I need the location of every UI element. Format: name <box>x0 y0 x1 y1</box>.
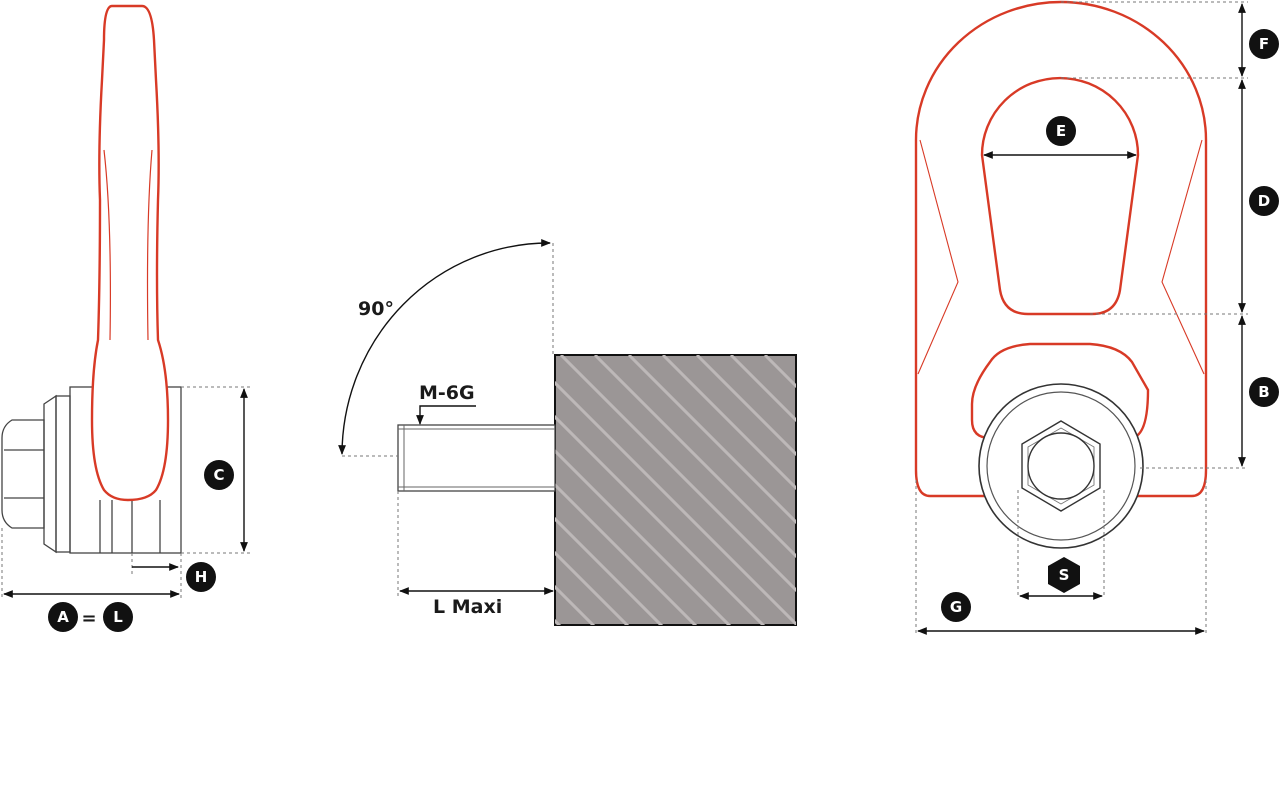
hatch-line <box>555 482 698 625</box>
hatch-line <box>627 355 796 525</box>
badge-g-text: G <box>950 598 962 616</box>
badge-c: C <box>204 460 234 490</box>
badge-g: G <box>941 592 971 622</box>
front-eye-opening <box>980 76 1140 316</box>
side-view: C H A = L <box>1 4 250 632</box>
badge-s-text: S <box>1059 566 1070 584</box>
badge-f: F <box>1249 29 1279 59</box>
side-flange <box>43 394 57 554</box>
badge-h-text: H <box>195 568 208 586</box>
badge-e-text: E <box>1056 122 1066 140</box>
mounting-view: 90° M-6G L Maxi <box>338 239 797 626</box>
badge-l-text: L <box>113 608 123 626</box>
threaded-stud <box>397 424 556 492</box>
mounting-block <box>554 354 797 626</box>
front-hex-nut <box>1021 420 1101 512</box>
badge-a-text: A <box>57 608 69 626</box>
badge-b: B <box>1249 377 1279 407</box>
badge-a: A <box>48 602 78 632</box>
side-hex-nut <box>1 419 45 529</box>
hatch-line <box>593 355 796 559</box>
block-hatch <box>555 355 796 625</box>
hatch-line <box>559 355 796 593</box>
hatch-line <box>695 355 796 457</box>
hatch-line <box>555 516 664 625</box>
hatch-line <box>555 550 630 625</box>
side-body <box>55 395 71 553</box>
hatch-line <box>555 448 732 625</box>
badge-f-text: F <box>1259 35 1269 53</box>
length-label: L Maxi <box>433 596 502 618</box>
badge-e: E <box>1046 116 1076 146</box>
badge-d-text: D <box>1258 192 1270 210</box>
side-shackle <box>90 4 170 502</box>
badge-c-text: C <box>213 466 224 484</box>
angle-label: 90° <box>358 298 394 320</box>
badge-b-text: B <box>1258 383 1269 401</box>
badge-d: D <box>1249 186 1279 216</box>
thread-label: M-6G <box>419 382 475 404</box>
hatch-line <box>729 355 796 423</box>
hatch-line <box>555 380 796 625</box>
hatch-line <box>661 355 796 491</box>
hatch-line <box>555 414 766 625</box>
equals-sign: = <box>81 608 96 629</box>
badge-l: L <box>103 602 133 632</box>
badge-h: H <box>186 562 216 592</box>
badge-s: S <box>1048 557 1080 593</box>
front-washer <box>978 383 1144 549</box>
hatch-line <box>555 584 596 625</box>
front-view: F E D B S G <box>914 0 1279 635</box>
